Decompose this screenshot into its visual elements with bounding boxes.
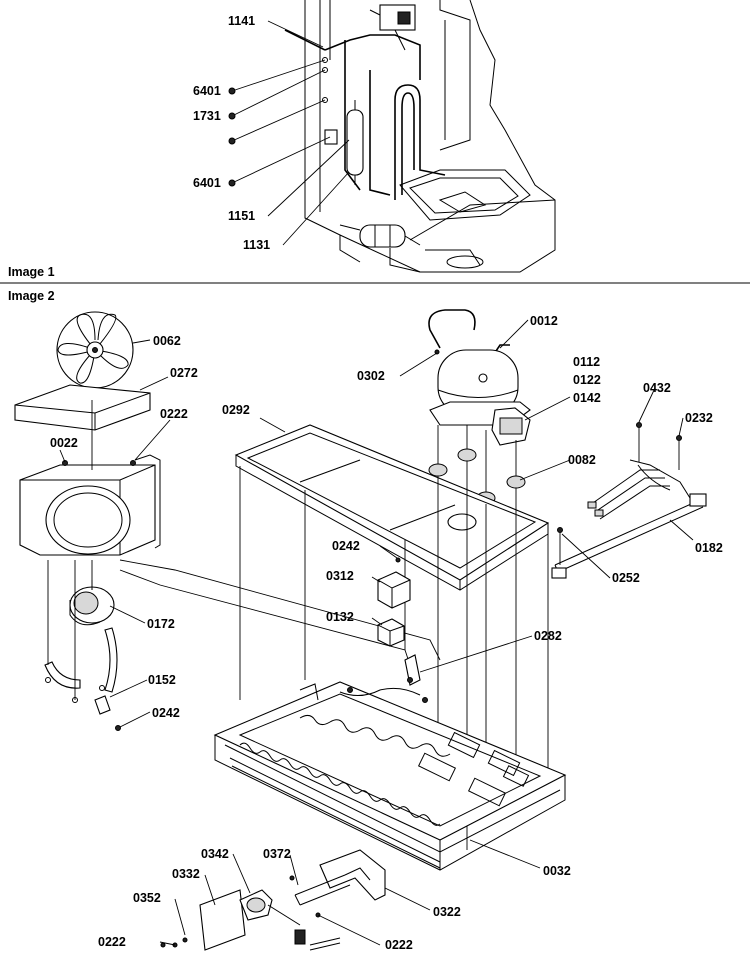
relay-parts	[377, 557, 421, 686]
label-0022: 0022	[50, 436, 78, 450]
label-6401: 6401	[193, 84, 221, 98]
label-0232: 0232	[685, 411, 713, 425]
image-1-leaders	[228, 20, 350, 246]
fan-bracket	[19, 454, 161, 556]
label-0272: 0272	[170, 366, 198, 380]
compressor	[428, 309, 531, 446]
caption-image-2: Image 2	[8, 289, 55, 303]
caption-image-1: Image 1	[8, 265, 55, 279]
label-1151: 1151	[228, 209, 255, 223]
label-0352: 0352	[133, 891, 161, 905]
timer-assembly	[172, 889, 341, 951]
label-0222-bottom-right: 0222	[385, 938, 413, 952]
condenser-coils	[229, 714, 451, 869]
tray-alignment-lines	[239, 461, 549, 850]
label-0082: 0082	[568, 453, 596, 467]
image-1-labels: 1141 6401 1731 6401 1151 1131	[193, 14, 270, 252]
label-0432: 0432	[643, 381, 671, 395]
fan-shroud-top	[14, 384, 151, 431]
label-0142: 0142	[573, 391, 601, 405]
label-0372: 0372	[263, 847, 291, 861]
fan-blade	[56, 311, 134, 389]
motor-mounts	[44, 627, 118, 715]
image-2-labels: 0062 0272 0222 0022 0172 0152 0242 0292 …	[50, 314, 723, 952]
label-0292: 0292	[222, 403, 250, 417]
label-0222-bottom-left: 0222	[98, 935, 126, 949]
label-0032: 0032	[543, 864, 571, 878]
label-0062: 0062	[153, 334, 181, 348]
label-0302: 0302	[357, 369, 385, 383]
image-2-leaders	[59, 319, 694, 948]
label-0122: 0122	[573, 373, 601, 387]
label-0312: 0312	[326, 569, 354, 583]
label-0342: 0342	[201, 847, 229, 861]
drain-pan	[234, 424, 550, 591]
label-6401-lower: 6401	[193, 176, 221, 190]
label-0252: 0252	[612, 571, 640, 585]
label-0322: 0322	[433, 905, 461, 919]
fan-screws	[62, 460, 136, 731]
label-1731: 1731	[193, 109, 221, 123]
label-1141: 1141	[228, 14, 255, 28]
wire-harness	[551, 422, 707, 579]
label-0172: 0172	[147, 617, 175, 631]
label-0182: 0182	[695, 541, 723, 555]
label-0132: 0132	[326, 610, 354, 624]
fan-alignment-lines	[47, 400, 441, 700]
label-0282: 0282	[534, 629, 562, 643]
label-1131: 1131	[243, 238, 270, 252]
label-0152: 0152	[148, 673, 176, 687]
label-0242-left: 0242	[152, 706, 180, 720]
label-0222-top: 0222	[160, 407, 188, 421]
label-0012: 0012	[530, 314, 558, 328]
heater-bracket	[289, 849, 386, 918]
label-0242-mid: 0242	[332, 539, 360, 553]
image-1-drawing	[284, 0, 556, 273]
fan-motor	[69, 580, 115, 626]
condenser-base	[213, 677, 567, 871]
label-0112: 0112	[573, 355, 600, 369]
label-0332: 0332	[172, 867, 200, 881]
